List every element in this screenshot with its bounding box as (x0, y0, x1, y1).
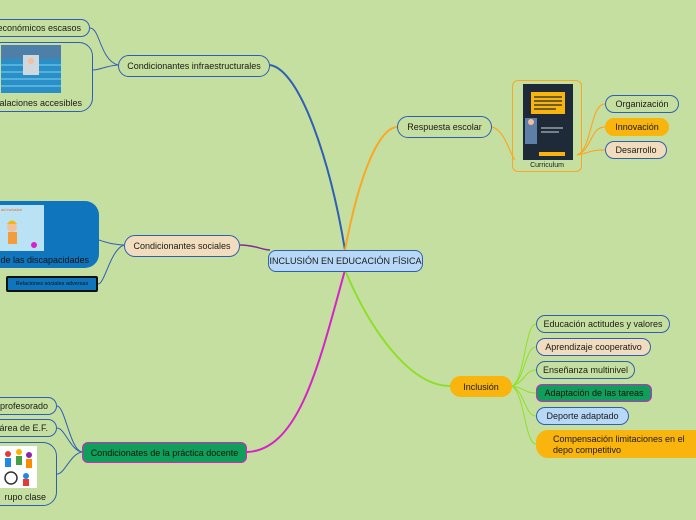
branch-respuesta-escolar-label: Respuesta escolar (407, 122, 482, 132)
edge-center-sociales (239, 244, 271, 251)
topic-organizacion-label: Organización (615, 99, 669, 109)
edge-infra-economicos (89, 27, 119, 66)
edge-infra-accesibles (92, 64, 119, 71)
branch-infraestructurales-label: Condicionantes infraestructurales (127, 61, 261, 71)
edge-docente-profesorado (56, 405, 83, 453)
topic-grupo-clase[interactable]: rupo clase (0, 442, 57, 506)
topic-innovacion-label: Innovación (615, 122, 659, 132)
central-topic-label: INCLUSIÓN EN EDUCACIÓN FÍSICA (269, 256, 422, 266)
topic-area-ef[interactable]: área de E.F. (0, 419, 57, 437)
edge-center-inclusion (344, 269, 451, 387)
inclusion-poster-image: ad inclusión (0, 205, 44, 251)
edge-center-respuesta (344, 126, 398, 251)
edge-sociales-discapacidades (98, 239, 125, 246)
topic-deporte-adaptado-label: Deporte adaptado (546, 411, 619, 421)
poster-caption: ad inclusión (1, 207, 23, 212)
topic-area-ef-label: área de E.F. (0, 423, 48, 433)
topic-adaptacion-tareas-label: Adaptación de las tareas (544, 388, 644, 398)
group-class-image (0, 446, 37, 488)
branch-infraestructurales[interactable]: Condicionantes infraestructurales (118, 55, 270, 77)
topic-aprendizaje-cooperativo-label: Aprendizaje cooperativo (545, 342, 642, 352)
branch-inclusion-label: Inclusión (463, 381, 499, 392)
edge-curriculum-desarrollo (576, 149, 606, 156)
topic-ensenanza-multinivel[interactable]: Enseñanza multinivel (536, 361, 635, 379)
branch-sociales[interactable]: Condicionantes sociales (124, 235, 240, 257)
edge-inclusion-deporte (511, 385, 537, 417)
topic-grupo-clase-label: rupo clase (4, 492, 46, 502)
edge-curriculum-innovacion (576, 126, 606, 156)
curriculum-label: Curriculum (530, 162, 564, 169)
central-topic[interactable]: INCLUSIÓN EN EDUCACIÓN FÍSICA (268, 250, 423, 272)
topic-organizacion[interactable]: Organización (605, 95, 679, 113)
topic-profesorado-label: profesorado (0, 401, 48, 411)
pool-image (1, 45, 61, 93)
topic-aprendizaje-cooperativo[interactable]: Aprendizaje cooperativo (536, 338, 651, 356)
topic-adaptacion-tareas[interactable]: Adaptación de las tareas (536, 384, 652, 402)
edge-docente-grupo (56, 451, 83, 475)
topic-instalaciones-accesibles-label: alaciones accesibles (0, 98, 82, 108)
topic-discapacidades-label: de las discapacidades (0, 255, 89, 265)
topic-innovacion[interactable]: Innovación (605, 118, 669, 136)
topic-ensenanza-multinivel-label: Enseñanza multinivel (542, 365, 629, 375)
topic-economicos-escasos[interactable]: económicos escasos (0, 19, 90, 37)
topic-relaciones-sociales-label: Relaciones sociales adversas (15, 281, 89, 287)
topic-instalaciones-accesibles[interactable]: alaciones accesibles (0, 42, 93, 112)
edge-curriculum-organizacion (576, 103, 606, 156)
child-figure-icon (7, 220, 37, 248)
edge-inclusion-aprendizaje (511, 346, 537, 387)
edge-inclusion-adaptacion (511, 385, 537, 394)
topic-relaciones-sociales[interactable]: Relaciones sociales adversas (6, 276, 98, 292)
branch-sociales-label: Condicionantes sociales (133, 241, 231, 251)
topic-educacion-actitudes[interactable]: Educación actitudes y valores (536, 315, 670, 333)
curriculum-node[interactable]: Curriculum (512, 80, 582, 172)
branch-inclusion[interactable]: Inclusión (450, 376, 512, 397)
topic-profesorado[interactable]: profesorado (0, 397, 57, 415)
topic-compensacion-limitaciones-label: Compensación limitaciones en el depo com… (553, 434, 685, 455)
edge-respuesta-curriculum (491, 126, 516, 161)
branch-respuesta-escolar[interactable]: Respuesta escolar (397, 116, 492, 138)
edge-sociales-relaciones (97, 244, 125, 285)
topic-deporte-adaptado[interactable]: Deporte adaptado (536, 407, 629, 425)
edge-center-infraestructurales (269, 64, 346, 251)
topic-desarrollo[interactable]: Desarrollo (605, 141, 667, 159)
edge-docente-area (56, 427, 83, 453)
topic-economicos-escasos-label: económicos escasos (0, 23, 81, 33)
edge-inclusion-ensenanza (511, 369, 537, 387)
edge-inclusion-compensacion (511, 385, 537, 445)
edge-center-docente (246, 269, 346, 453)
branch-docente[interactable]: Condicionates de la práctica docente (82, 442, 247, 463)
topic-compensacion-limitaciones[interactable]: Compensación limitaciones en el depo com… (536, 430, 696, 458)
curriculum-book-cover-image (523, 84, 573, 160)
topic-desarrollo-label: Desarrollo (615, 145, 657, 155)
branch-docente-label: Condicionates de la práctica docente (90, 447, 239, 458)
topic-educacion-actitudes-label: Educación actitudes y valores (543, 319, 663, 329)
topic-discapacidades[interactable]: ad inclusión de las discapacidades (0, 201, 99, 268)
